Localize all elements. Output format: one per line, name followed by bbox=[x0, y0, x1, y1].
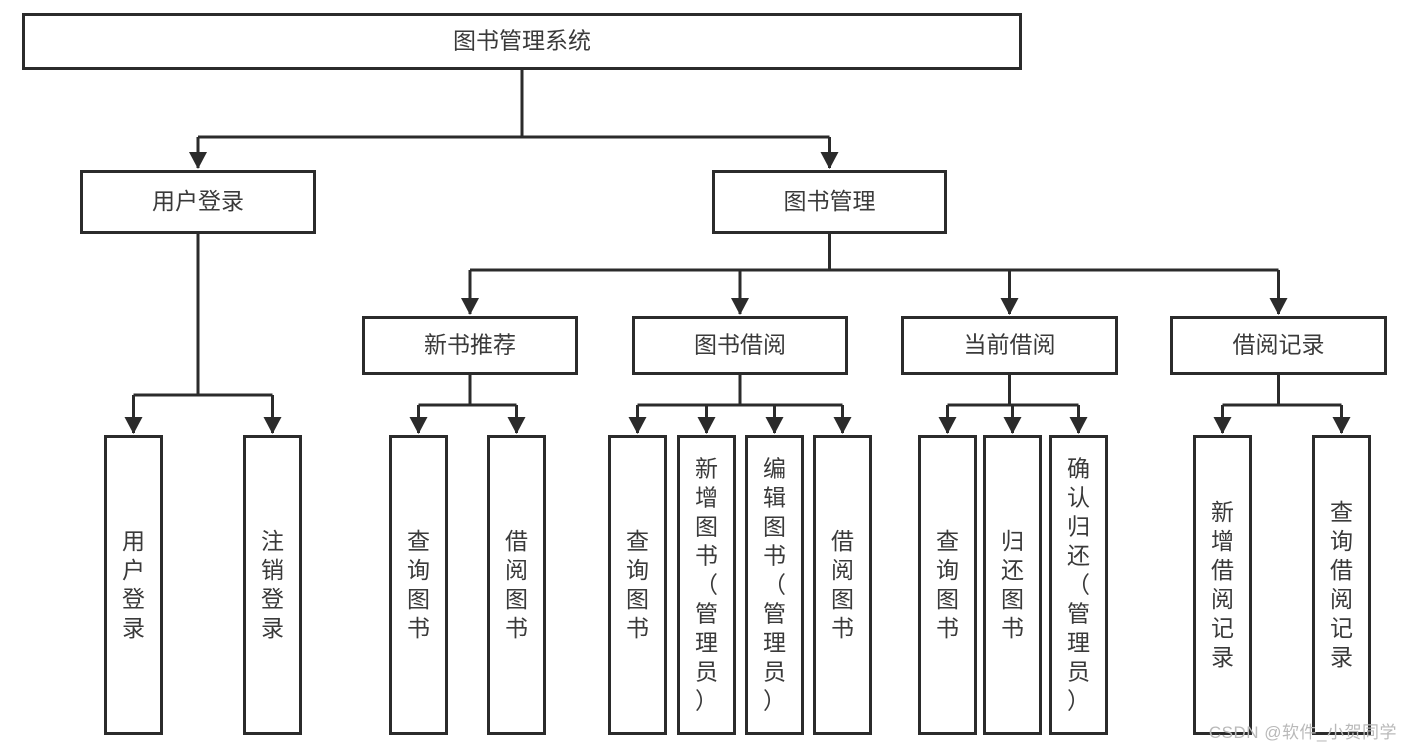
node-label-leaf-add-book: 新增图书（管理员） bbox=[695, 456, 718, 714]
node-box-leaf-add-record[interactable] bbox=[1193, 435, 1252, 735]
arrow-head-icon bbox=[1003, 417, 1022, 434]
node-box-leaf-return-book[interactable] bbox=[983, 435, 1042, 735]
node-label-leaf-add-record: 新增借阅记录 bbox=[1211, 499, 1234, 670]
node-leaf-add-book[interactable]: 新增图书（管理员） bbox=[677, 435, 736, 735]
node-box-leaf-confirm-return[interactable] bbox=[1049, 435, 1108, 735]
node-box-leaf-user-login[interactable] bbox=[104, 435, 163, 735]
arrow-head-icon bbox=[461, 298, 479, 315]
node-label-leaf-user-login: 用户登录 bbox=[122, 528, 145, 641]
node-box-book-borrow[interactable] bbox=[632, 316, 848, 375]
node-box-user-login[interactable] bbox=[80, 170, 316, 234]
arrow-head-icon bbox=[409, 417, 428, 434]
arrow-head-icon bbox=[1269, 298, 1288, 315]
node-leaf-logout[interactable]: 注销登录 bbox=[243, 435, 302, 735]
node-box-leaf-query-book-cur[interactable] bbox=[918, 435, 977, 735]
node-borrow-record[interactable]: 借阅记录 bbox=[1170, 316, 1387, 375]
node-label-borrow-record: 借阅记录 bbox=[1233, 332, 1325, 358]
arrow-head-icon bbox=[833, 417, 852, 434]
node-box-leaf-borrow-book[interactable] bbox=[813, 435, 872, 735]
node-leaf-confirm-return[interactable]: 确认归还（管理员） bbox=[1049, 435, 1108, 735]
arrow-head-icon bbox=[628, 417, 647, 434]
node-box-leaf-query-book-rec[interactable] bbox=[389, 435, 448, 735]
node-label-book-manage: 图书管理 bbox=[784, 188, 876, 214]
arrow-head-icon bbox=[697, 417, 716, 434]
node-label-leaf-borrow-book: 借阅图书 bbox=[831, 528, 854, 641]
arrow-head-icon bbox=[1332, 417, 1351, 434]
node-box-leaf-add-book[interactable] bbox=[677, 435, 736, 735]
arrow-head-icon bbox=[1000, 298, 1019, 315]
node-root[interactable]: 图书管理系统 bbox=[22, 13, 1022, 70]
arrow-head-icon bbox=[263, 417, 282, 434]
node-box-current-borrow[interactable] bbox=[901, 316, 1118, 375]
node-label-leaf-query-book-rec: 查询图书 bbox=[407, 528, 430, 641]
node-leaf-query-record[interactable]: 查询借阅记录 bbox=[1312, 435, 1371, 735]
node-leaf-query-book[interactable]: 查询图书 bbox=[608, 435, 667, 735]
node-leaf-borrow-book-rec[interactable]: 借阅图书 bbox=[487, 435, 546, 735]
node-leaf-query-book-rec[interactable]: 查询图书 bbox=[389, 435, 448, 735]
node-book-borrow[interactable]: 图书借阅 bbox=[632, 316, 848, 375]
arrow-head-icon bbox=[189, 152, 207, 169]
node-box-leaf-logout[interactable] bbox=[243, 435, 302, 735]
node-leaf-query-book-cur[interactable]: 查询图书 bbox=[918, 435, 977, 735]
node-label-leaf-edit-book: 编辑图书（管理员） bbox=[763, 456, 786, 714]
node-leaf-user-login[interactable]: 用户登录 bbox=[104, 435, 163, 735]
node-label-user-login: 用户登录 bbox=[152, 188, 244, 214]
node-label-leaf-query-record: 查询借阅记录 bbox=[1330, 499, 1353, 670]
arrow-head-icon bbox=[1069, 417, 1088, 434]
node-label-new-book-rec: 新书推荐 bbox=[424, 332, 516, 358]
node-book-manage[interactable]: 图书管理 bbox=[712, 170, 947, 234]
node-box-leaf-query-record[interactable] bbox=[1312, 435, 1371, 735]
arrow-head-icon bbox=[1213, 417, 1232, 434]
arrow-head-icon bbox=[507, 417, 526, 434]
node-label-leaf-return-book: 归还图书 bbox=[1001, 528, 1024, 641]
node-box-root[interactable] bbox=[22, 13, 1022, 70]
arrow-head-icon bbox=[820, 152, 839, 169]
node-box-book-manage[interactable] bbox=[712, 170, 947, 234]
arrow-head-icon bbox=[731, 298, 749, 315]
node-leaf-return-book[interactable]: 归还图书 bbox=[983, 435, 1042, 735]
node-label-leaf-query-book-cur: 查询图书 bbox=[936, 528, 959, 641]
node-label-leaf-query-book: 查询图书 bbox=[626, 528, 649, 641]
node-new-book-rec[interactable]: 新书推荐 bbox=[362, 316, 578, 375]
node-box-leaf-query-book[interactable] bbox=[608, 435, 667, 735]
node-leaf-edit-book[interactable]: 编辑图书（管理员） bbox=[745, 435, 804, 735]
node-box-leaf-edit-book[interactable] bbox=[745, 435, 804, 735]
node-current-borrow[interactable]: 当前借阅 bbox=[901, 316, 1118, 375]
node-leaf-add-record[interactable]: 新增借阅记录 bbox=[1193, 435, 1252, 735]
node-box-new-book-rec[interactable] bbox=[362, 316, 578, 375]
node-label-root: 图书管理系统 bbox=[453, 28, 591, 54]
arrow-head-icon bbox=[765, 417, 784, 434]
watermark-text: CSDN @软件_小贺同学 bbox=[1208, 723, 1397, 742]
node-box-borrow-record[interactable] bbox=[1170, 316, 1387, 375]
node-label-leaf-logout: 注销登录 bbox=[261, 528, 284, 641]
node-leaf-borrow-book[interactable]: 借阅图书 bbox=[813, 435, 872, 735]
arrow-head-icon bbox=[124, 417, 143, 434]
connector-layer bbox=[124, 70, 1351, 434]
node-label-leaf-confirm-return: 确认归还（管理员） bbox=[1067, 456, 1090, 714]
node-label-current-borrow: 当前借阅 bbox=[964, 332, 1056, 358]
node-label-leaf-borrow-book-rec: 借阅图书 bbox=[505, 528, 528, 641]
node-label-book-borrow: 图书借阅 bbox=[694, 332, 786, 358]
node-user-login[interactable]: 用户登录 bbox=[80, 170, 316, 234]
node-box-leaf-borrow-book-rec[interactable] bbox=[487, 435, 546, 735]
arrow-head-icon bbox=[938, 417, 957, 434]
